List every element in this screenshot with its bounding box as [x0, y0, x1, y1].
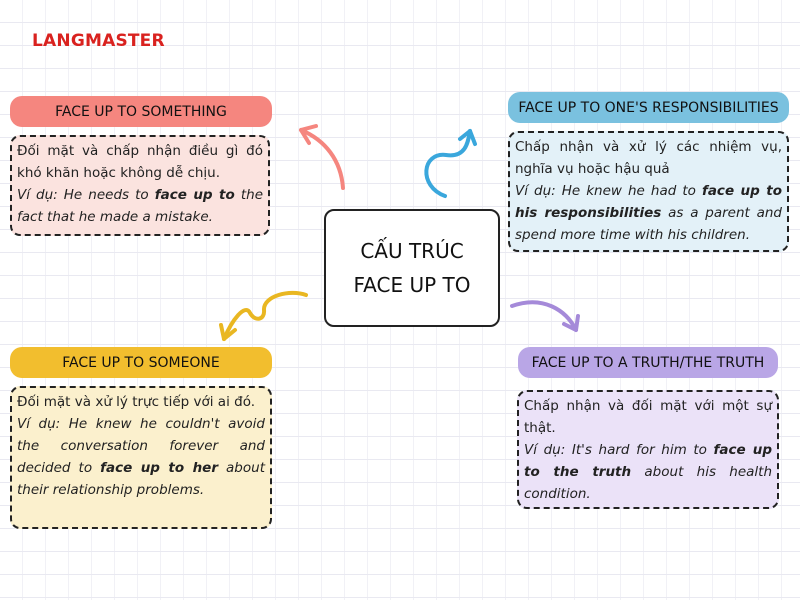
example-text: Ví dụ: He knew he couldn't avoid the con… [17, 416, 265, 498]
arrow-to-someone [219, 290, 308, 341]
definition-text: Chấp nhận và đối mặt với một sự thật. [524, 398, 772, 436]
example-text: Ví dụ: It's hard for him to face up to t… [524, 442, 772, 502]
example-text: Ví dụ: He needs to face up to the fact t… [17, 187, 264, 225]
arrow-to-truth [510, 300, 580, 332]
header-face-up-to-the-truth: FACE UP TO A TRUTH/THE TRUTH [518, 347, 778, 378]
central-topic-line1: CẤU TRÚC [360, 239, 464, 263]
box-face-up-to-someone: Đối mặt và xử lý trực tiếp với ai đó. Ví… [10, 386, 272, 529]
central-topic-line2: FACE UP TO [353, 273, 471, 297]
header-face-up-to-something: FACE UP TO SOMETHING [10, 96, 272, 127]
header-face-up-to-responsibilities: FACE UP TO ONE'S RESPONSIBILITIES [508, 92, 789, 123]
central-topic: CẤU TRÚC FACE UP TO [324, 209, 500, 327]
arrow-to-responsibilities [424, 129, 477, 198]
definition-text: Đối mặt và xử lý trực tiếp với ai đó. [17, 394, 256, 410]
langmaster-logo: LANGMASTER [32, 31, 165, 51]
header-face-up-to-someone: FACE UP TO SOMEONE [10, 347, 272, 378]
box-face-up-to-something: Đối mặt và chấp nhận điều gì đó khó khăn… [10, 135, 270, 236]
box-face-up-to-responsibilities: Chấp nhận và xử lý các nhiệm vụ, nghĩa v… [508, 131, 789, 252]
example-text: Ví dụ: He knew he had to face up to his … [515, 183, 782, 243]
definition-text: Chấp nhận và xử lý các nhiệm vụ, nghĩa v… [515, 139, 782, 177]
box-face-up-to-the-truth: Chấp nhận và đối mặt với một sự thật. Ví… [517, 390, 779, 509]
arrow-to-something [299, 124, 345, 190]
definition-text: Đối mặt và chấp nhận điều gì đó khó khăn… [17, 143, 263, 181]
